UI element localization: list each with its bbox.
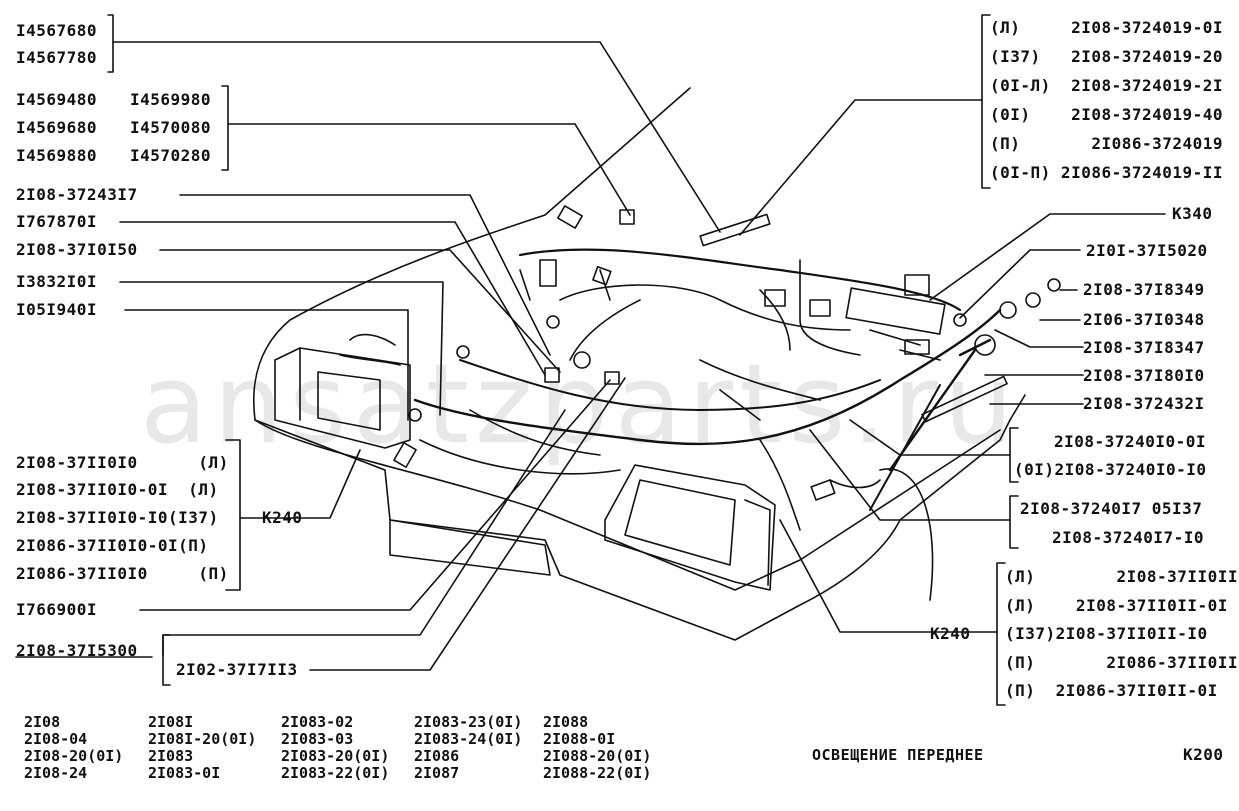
part-number-14570280: I4570280 (130, 146, 212, 165)
part-number-14569480: I4569480 (16, 90, 98, 109)
right-top-part-3: (0I-Л) 2I08-3724019-2I (990, 76, 1224, 95)
headlight-right-part-4: (П) 2I086-37II0II (1005, 653, 1239, 672)
diagram-title: ОСВЕЩЕНИЕ ПЕРЕДНЕЕ (812, 746, 984, 764)
part-number-2108-3724010-01: 2I08-37240I0-0I (1054, 432, 1206, 451)
model: 2I08I (148, 713, 194, 731)
part-number-2108-3718349: 2I08-37I8349 (1083, 280, 1205, 299)
model-list-col-4: 2I083-23(0I) 2I083-24(0I) 2I086 2I087 (414, 714, 522, 782)
model: 2I083 (148, 747, 194, 765)
model-list-col-5: 2I088 2I088-0I 2I088-20(0I) 2I088-22(0I) (543, 714, 651, 782)
model: 2I088-22(0I) (543, 764, 652, 782)
model: 2I088-20(0I) (543, 747, 652, 765)
part-number-2108-3724017-05137: 2I08-37240I7 05I37 (1020, 499, 1203, 518)
part-number-2108-3715300: 2I08-37I5300 (16, 641, 138, 660)
model: 2I083-24(0I) (414, 730, 523, 748)
bracket-headlight-left (225, 439, 241, 591)
harness-main (413, 308, 1002, 446)
right-top-part-6: (0I-П) 2I086-3724019-II (990, 163, 1224, 182)
part-number-13832101: I3832I0I (16, 272, 98, 291)
k340-label: K340 (1172, 204, 1213, 223)
model: 2I08-20(0I) (24, 747, 124, 765)
model-list-col-2: 2I08I 2I08I-20(0I) 2I083 2I083-0I (148, 714, 256, 782)
bracket-right-top (981, 14, 991, 189)
car-bumper (389, 519, 551, 576)
model: 2I08I-20(0I) (148, 730, 257, 748)
bracket-right-c (1009, 495, 1019, 549)
part-number-2106-3710348: 2I06-37I0348 (1083, 310, 1205, 329)
headlight-right-part-5: (П) 2I086-37II0II-0I (1005, 681, 1218, 700)
part-number-17678701: I767870I (16, 212, 98, 231)
model-list-col-3: 2I083-02 2I083-03 2I083-20(0I) 2I083-22(… (281, 714, 389, 782)
headlight-right-part-1: (Л) 2I08-37II0II (1005, 567, 1239, 586)
right-top-part-1: (Л) 2I08-3724019-0I (990, 18, 1224, 37)
right-top-part-4: (0I) 2I08-3724019-40 (990, 105, 1224, 124)
headlight-right-outline (604, 464, 776, 591)
part-number-2102-3717113: 2I02-37I7II3 (176, 660, 298, 679)
part-number-14569680: I4569680 (16, 118, 98, 137)
diagram-code: K200 (1183, 745, 1224, 764)
part-number-14570080: I4570080 (130, 118, 212, 137)
model: 2I083-0I (148, 764, 221, 782)
part-number-14567680: I4567680 (16, 21, 98, 40)
part-number-2108-3724317: 2I08-37243I7 (16, 185, 138, 204)
model: 2I086 (414, 747, 460, 765)
part-number-14569980: I4569980 (130, 90, 212, 109)
model: 2I083-23(0I) (414, 713, 523, 731)
model: 2I088 (543, 713, 589, 731)
model: 2I08-04 (24, 730, 88, 748)
part-number-10519401: I05I940I (16, 300, 98, 319)
fuse-block (845, 287, 946, 335)
model-list-col-1: 2I08 2I08-04 2I08-20(0I) 2I08-24 (24, 714, 123, 782)
headlight-left-part-4: 2I086-37II0I0-0I(П) (16, 536, 209, 555)
k240-left-label: K240 (262, 508, 303, 527)
headlight-left-part-3: 2I08-37II0I0-I0(I37) (16, 508, 219, 527)
model: 2I088-0I (543, 730, 616, 748)
model: 2I08-24 (24, 764, 88, 782)
car-fender-right (879, 468, 934, 601)
part-number-2108-3724321: 2I08-372432I (1083, 394, 1205, 413)
part-number-2108-3718347: 2I08-37I8347 (1083, 338, 1205, 357)
headlight-left-part-5: 2I086-37II0I0 (П) (16, 564, 229, 583)
connectors (393, 205, 1061, 511)
model: 2I083-03 (281, 730, 354, 748)
headlight-right-part-3: (I37)2I08-37II0II-I0 (1005, 624, 1208, 643)
part-number-2108-3718010: 2I08-37I80I0 (1083, 366, 1205, 385)
headlight-left-part-2: 2I08-37II0I0-0I (Л) (16, 480, 219, 499)
k240-right-label: K240 (930, 624, 971, 643)
part-number-14569880: I4569880 (16, 146, 98, 165)
part-number-2108-3724017-10: 2I08-37240I7-I0 (1052, 528, 1204, 547)
model: 2I083-20(0I) (281, 747, 390, 765)
part-number-2108-3724010-10: (0I)2I08-37240I0-I0 (1014, 460, 1207, 479)
model: 2I083-22(0I) (281, 764, 390, 782)
bracket-g2 (221, 85, 229, 171)
part-number-2101-3715020: 2I0I-37I5020 (1086, 241, 1208, 260)
headlight-left-part-1: 2I08-37II0I0 (Л) (16, 453, 229, 472)
right-top-part-5: (П) 2I086-3724019 (990, 134, 1224, 153)
bracket-g1 (107, 14, 114, 73)
part-number-17669001: I766900I (16, 600, 98, 619)
model: 2I08 (24, 713, 61, 731)
car-hood-line (254, 419, 1001, 591)
model: 2I083-02 (281, 713, 354, 731)
car-body-outline (252, 87, 1026, 641)
bracket-right-headlight (996, 562, 1006, 706)
part-number-14567780: I4567780 (16, 48, 98, 67)
part-number-2108-3710150: 2I08-37I0I50 (16, 240, 138, 259)
right-top-part-2: (I37) 2I08-3724019-20 (990, 47, 1224, 66)
bracket-2102 (162, 634, 171, 686)
harness-upper (518, 248, 962, 312)
model: 2I087 (414, 764, 460, 782)
headlight-right-part-2: (Л) 2I08-37II0II-0I (1005, 596, 1228, 615)
